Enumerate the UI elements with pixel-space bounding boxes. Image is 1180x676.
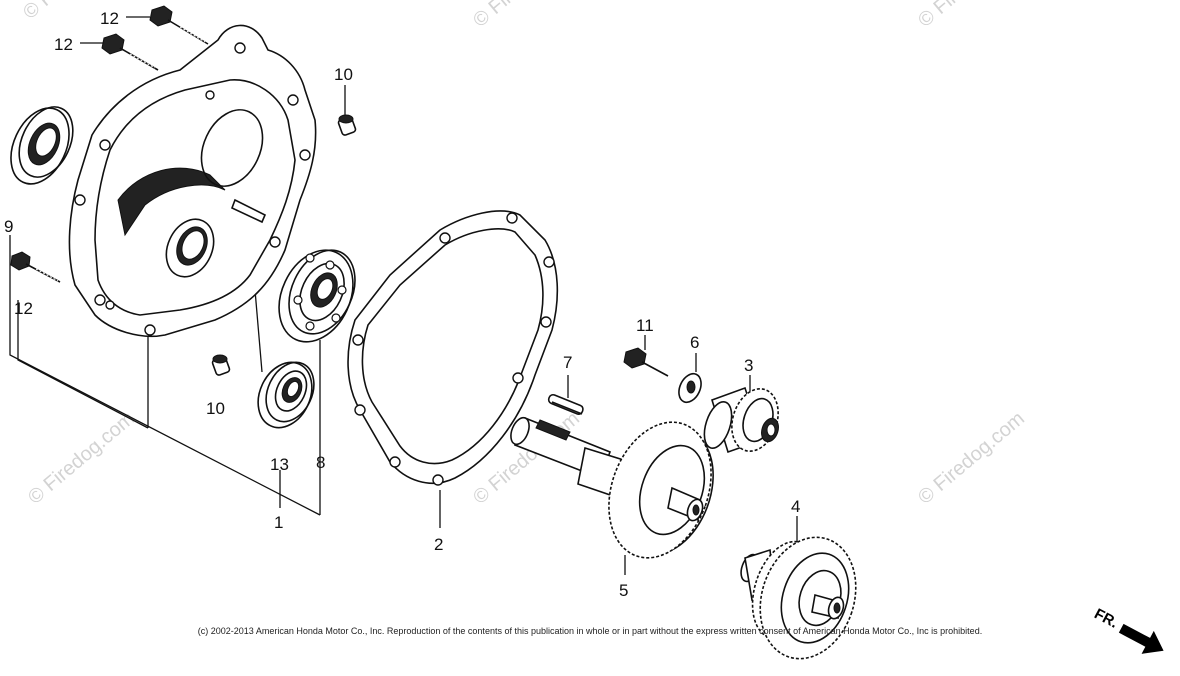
part-label-12: 12 (54, 35, 73, 54)
washer-6 (678, 372, 702, 404)
output-shaft-gear-5 (510, 416, 714, 559)
watermark: © Firedog.com (24, 407, 139, 508)
woodruff-key-7 (547, 393, 584, 415)
watermark: © Firedog.com (469, 0, 584, 32)
dowel-pin-10-top (337, 114, 357, 136)
ball-bearing-8 (278, 249, 356, 343)
transmission-case-1 (68, 24, 317, 338)
part-label-9: 9 (4, 217, 13, 236)
part-label-10: 10 (334, 65, 353, 84)
copyright-notice: (c) 2002-2013 American Honda Motor Co., … (197, 626, 983, 636)
counter-gear-4 (740, 536, 857, 660)
gasket-2 (347, 210, 559, 486)
bolt-12-top-b (101, 33, 159, 71)
bolt-11 (623, 347, 669, 377)
part-label-7: 7 (563, 353, 572, 372)
dowel-pin-10-bottom (211, 354, 231, 376)
part-label-12: 12 (100, 9, 119, 28)
part-label-3: 3 (744, 356, 753, 375)
watermark: © Firedog.com (914, 407, 1029, 508)
part-label-12: 12 (14, 299, 33, 318)
part-label-10: 10 (206, 399, 225, 418)
bolt-12-left (10, 251, 61, 283)
part-label-1: 1 (274, 513, 283, 532)
bolt-12-top-a (149, 5, 209, 45)
part-label-2: 2 (434, 535, 443, 554)
oil-seal-9 (10, 106, 74, 185)
part-label-11: 11 (636, 316, 654, 335)
part-label-6: 6 (690, 333, 699, 352)
part-label-5: 5 (619, 581, 628, 600)
watermark: © Firedog.com (914, 0, 1029, 32)
part-number-labels: 12 12 12 9 10 10 13 1 8 2 7 5 11 6 3 4 (4, 9, 800, 600)
pinion-gear-3 (703, 386, 779, 454)
part-label-13: 13 (270, 455, 289, 474)
ball-bearing-13 (257, 361, 315, 429)
part-label-4: 4 (791, 497, 800, 516)
part-label-8: 8 (316, 453, 325, 472)
